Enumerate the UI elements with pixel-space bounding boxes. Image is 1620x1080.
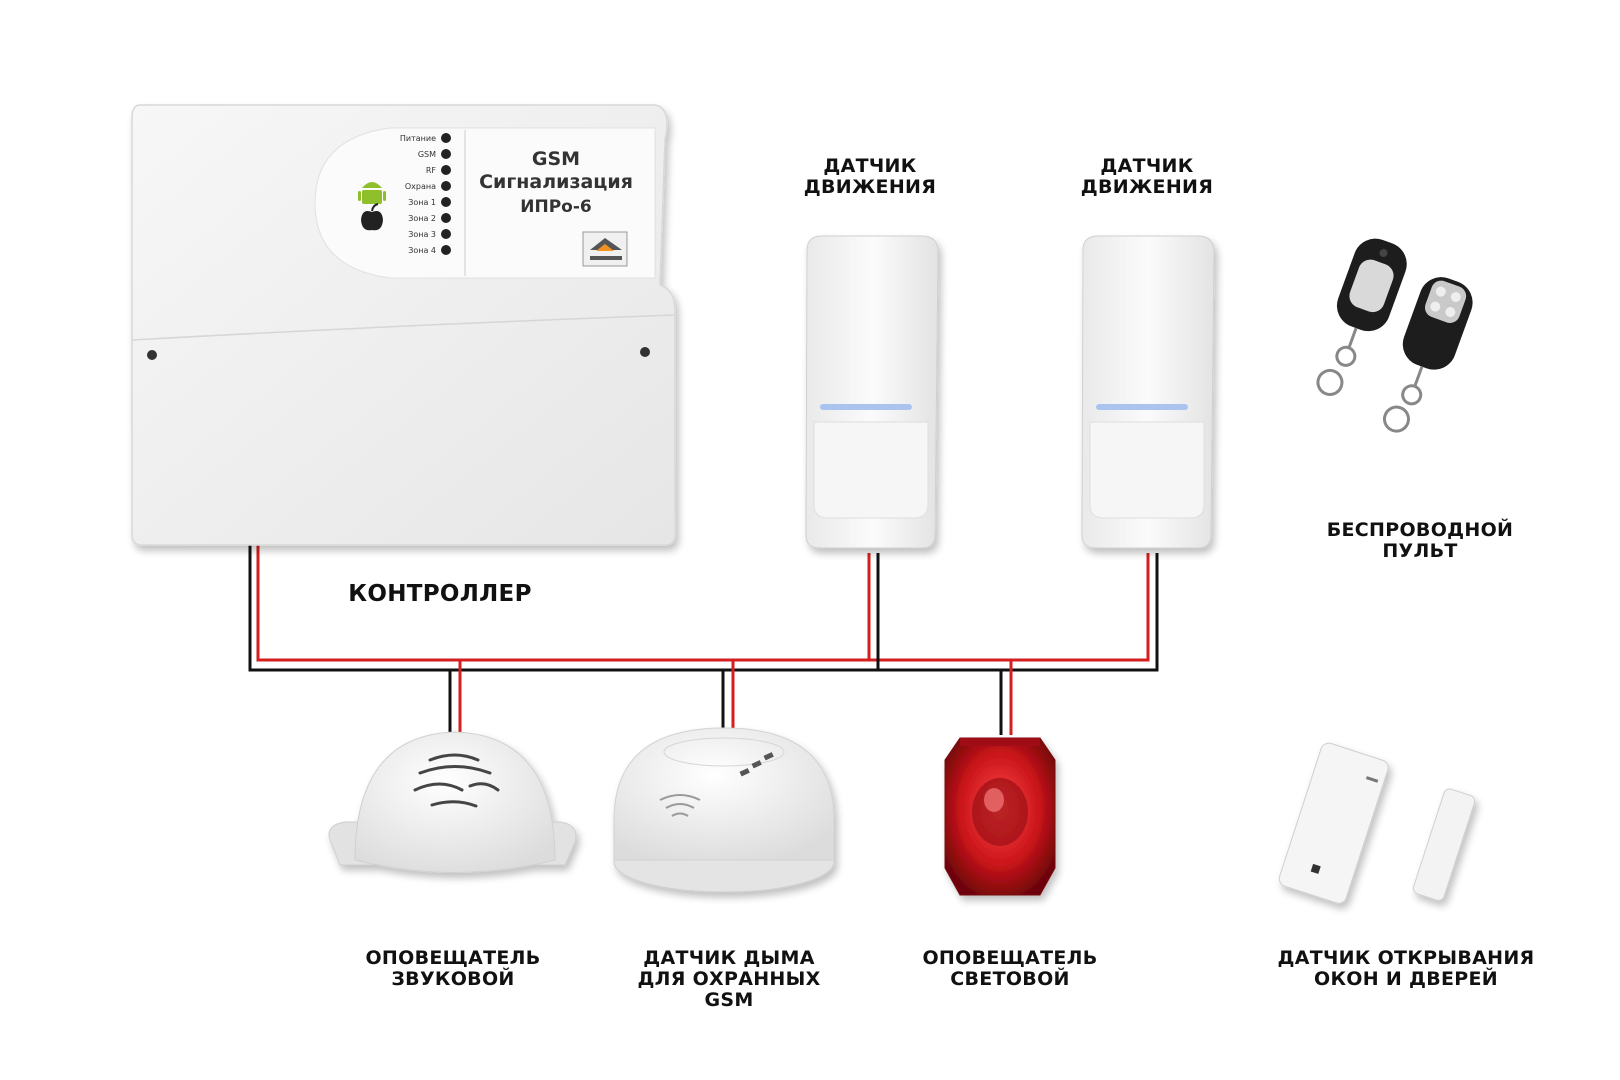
label-line: ПУЛЬТ bbox=[1382, 540, 1458, 562]
label-line: СВЕТОВОЙ bbox=[950, 968, 1070, 990]
brand-logo bbox=[582, 231, 628, 267]
controller-label: КОНТРОЛЛЕР bbox=[348, 581, 532, 607]
label-line: ДАТЧИК ДЫМА bbox=[643, 947, 815, 969]
indicator-label: Зона 4 bbox=[408, 246, 436, 255]
indicator-label: Зона 3 bbox=[408, 230, 436, 239]
label-line: ОКОН И ДВЕРЕЙ bbox=[1314, 968, 1498, 990]
indicator-label: RF bbox=[426, 166, 437, 175]
label-line: ЗВУКОВОЙ bbox=[391, 968, 515, 990]
indicator-label: Зона 1 bbox=[408, 198, 436, 207]
door-sensor-label: ДАТЧИК ОТКРЫВАНИЯ ОКОН И ДВЕРЕЙ bbox=[1256, 948, 1556, 990]
label-line: ДАТЧИК bbox=[1100, 155, 1194, 177]
indicator-label: GSM bbox=[418, 150, 436, 159]
light-siren bbox=[944, 737, 1056, 896]
label-line: ОПОВЕЩАТЕЛЬ bbox=[365, 947, 541, 969]
label-line: GSM bbox=[704, 989, 754, 1011]
light-siren-label: ОПОВЕЩАТЕЛЬ СВЕТОВОЙ bbox=[890, 948, 1130, 990]
label-line: ДЛЯ ОХРАННЫХ bbox=[637, 968, 821, 990]
motion-sensor-2-label: ДАТЧИК ДВИЖЕНИЯ bbox=[1047, 156, 1247, 198]
wiring bbox=[248, 545, 1159, 735]
indicator-leds bbox=[441, 133, 451, 255]
motion-sensor-1-label: ДАТЧИК ДВИЖЕНИЯ bbox=[770, 156, 970, 198]
smoke-detector-label: ДАТЧИК ДЫМА ДЛЯ ОХРАННЫХ GSM bbox=[609, 948, 849, 1011]
panel-title-line-3: ИПРо-6 bbox=[520, 197, 591, 217]
black-bus-wire bbox=[248, 545, 1159, 672]
indicator-label: Охрана bbox=[405, 182, 436, 191]
door-sensor bbox=[1278, 742, 1476, 904]
smoke-detector bbox=[613, 727, 835, 893]
label-line: ДАТЧИК ОТКРЫВАНИЯ bbox=[1277, 947, 1535, 969]
indicator-label: Зона 2 bbox=[408, 214, 436, 223]
android-icon bbox=[358, 182, 386, 204]
apple-icon bbox=[361, 203, 383, 231]
label-line: ОПОВЕЩАТЕЛЬ bbox=[922, 947, 1098, 969]
motion-sensor-2 bbox=[1081, 235, 1215, 549]
label-line: ДАТЧИК bbox=[823, 155, 917, 177]
label-line: ДВИЖЕНИЯ bbox=[1080, 176, 1214, 198]
label-line: ДВИЖЕНИЯ bbox=[803, 176, 937, 198]
indicator-labels: Питание GSM RF Охрана Зона 1 Зона 2 Зона… bbox=[400, 134, 437, 255]
wireless-remote bbox=[1316, 238, 1473, 433]
remote-label: БЕСПРОВОДНОЙ ПУЛЬТ bbox=[1300, 520, 1540, 562]
panel-title-line-2: Сигнализация bbox=[479, 171, 633, 193]
label-line: БЕСПРОВОДНОЙ bbox=[1326, 519, 1514, 541]
sound-siren bbox=[328, 731, 577, 873]
controller-device bbox=[131, 104, 676, 546]
motion-sensor-1 bbox=[805, 235, 939, 549]
indicator-label: Питание bbox=[400, 134, 436, 143]
red-bus-wire bbox=[256, 545, 1150, 662]
panel-title-line-1: GSM bbox=[532, 148, 580, 170]
sound-siren-label: ОПОВЕЩАТЕЛЬ ЗВУКОВОЙ bbox=[343, 948, 563, 990]
